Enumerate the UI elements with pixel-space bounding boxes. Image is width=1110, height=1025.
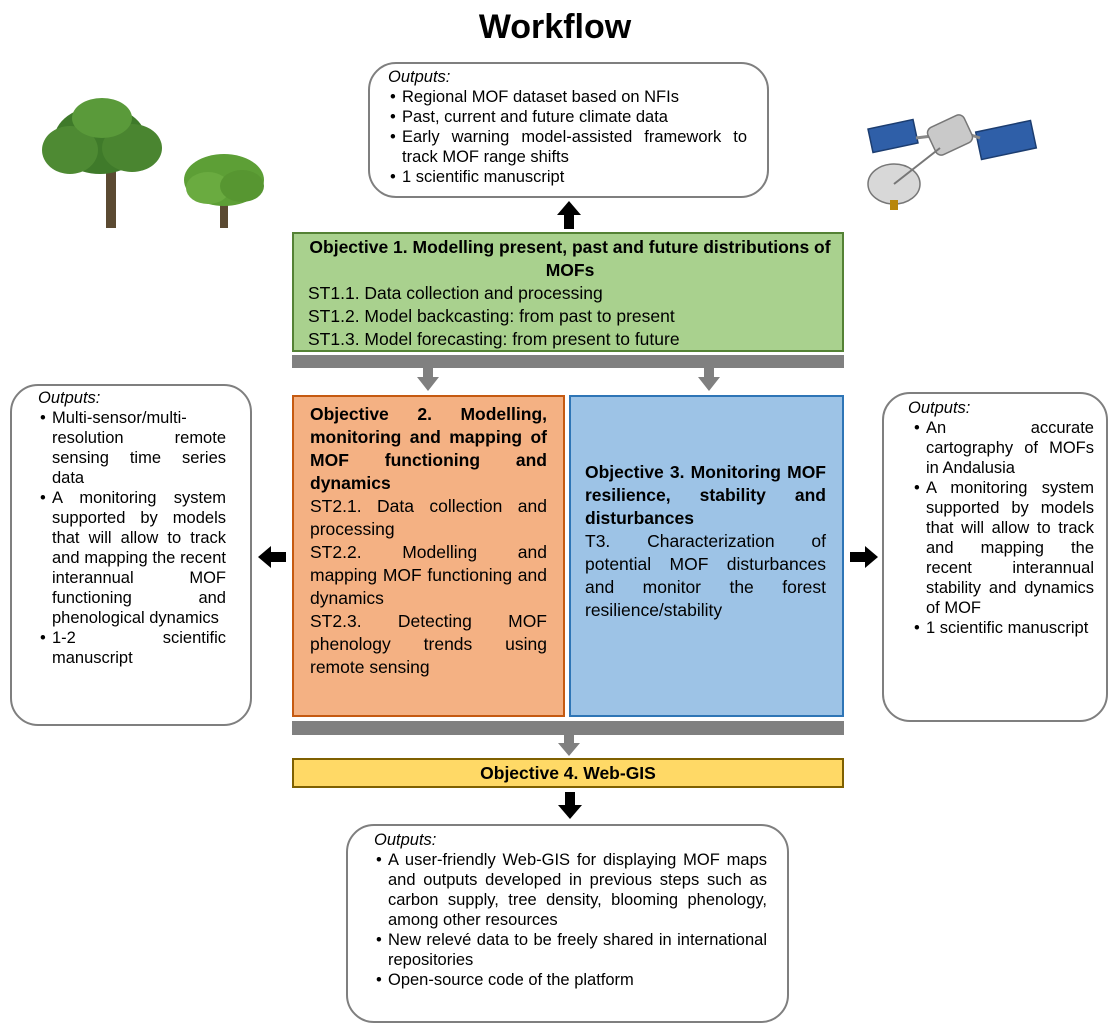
objective-2-title: Objective 2. Modelling, monitoring and m… (310, 404, 547, 493)
output-item: Regional MOF dataset based on NFIs (390, 87, 747, 107)
outputs-label: Outputs: (374, 831, 437, 849)
objective-2-box: Objective 2. Modelling, monitoring and m… (292, 395, 565, 717)
output-item: An accurate cartography of MOFs in Andal… (914, 418, 1094, 478)
objective-4-title: Objective 4. Web-GIS (480, 763, 656, 783)
objective-1-title: Objective 1. Modelling present, past and… (309, 237, 831, 280)
connector-bar (292, 721, 844, 735)
objective-1-subtask: ST1.1. Data collection and processing (308, 283, 603, 303)
arrow-right-icon (850, 546, 878, 568)
output-item: 1 scientific manuscript (390, 167, 747, 187)
output-item: Past, current and future climate data (390, 107, 747, 127)
arrow-down-icon (558, 792, 582, 819)
objective-2-subtask: ST2.2. Modelling and mapping MOF functio… (310, 542, 547, 608)
arrow-left-icon (258, 546, 286, 568)
connector-bar (292, 355, 844, 368)
top-outputs-box: Outputs: Regional MOF dataset based on N… (368, 62, 769, 198)
output-item: Early warning model-assisted framework t… (390, 127, 747, 167)
output-item: Multi-sensor/multi-resolution remote sen… (40, 408, 226, 488)
arrow-up-icon (557, 201, 581, 229)
objective-1-subtask: ST1.2. Model backcasting: from past to p… (308, 306, 675, 326)
output-item: Open-source code of the platform (376, 970, 767, 990)
objective-4-box: Objective 4. Web-GIS (292, 758, 844, 788)
arrow-down-icon (698, 368, 720, 391)
outputs-label: Outputs: (38, 389, 101, 407)
objective-3-box: Objective 3. Monitoring MOF resilience, … (569, 395, 844, 717)
output-item: A monitoring system supported by models … (40, 488, 226, 628)
satellite-icon (867, 114, 1038, 210)
output-item: 1-2 scientific manuscript (40, 628, 226, 668)
workflow-title: Workflow (478, 8, 632, 46)
objective-3-title: Objective 3. Monitoring MOF resilience, … (585, 462, 826, 528)
output-item: New relevé data to be freely shared in i… (376, 930, 767, 970)
objective-2-subtask: ST2.3. Detecting MOF phenology trends us… (310, 611, 547, 677)
objective-1-subtask: ST1.3. Model forecasting: from present t… (308, 329, 680, 349)
objective-1-box: Objective 1. Modelling present, past and… (292, 232, 844, 352)
bottom-outputs-box: Outputs: A user-friendly Web-GIS for dis… (346, 824, 789, 1023)
output-item: A user-friendly Web-GIS for displaying M… (376, 850, 767, 930)
outputs-label: Outputs: (908, 399, 971, 417)
tree-icon (42, 98, 264, 228)
outputs-label: Outputs: (388, 68, 451, 86)
arrow-down-icon (417, 368, 439, 391)
objective-3-task: T3. Characterization of potential MOF di… (585, 531, 826, 620)
objective-2-subtask: ST2.1. Data collection and processing (310, 496, 547, 539)
output-item: 1 scientific manuscript (914, 618, 1094, 638)
right-outputs-box: Outputs: An accurate cartography of MOFs… (882, 392, 1108, 722)
output-item: A monitoring system supported by models … (914, 478, 1094, 618)
arrow-down-icon (558, 735, 580, 756)
left-outputs-box: Outputs: Multi-sensor/multi-resolution r… (10, 384, 252, 726)
